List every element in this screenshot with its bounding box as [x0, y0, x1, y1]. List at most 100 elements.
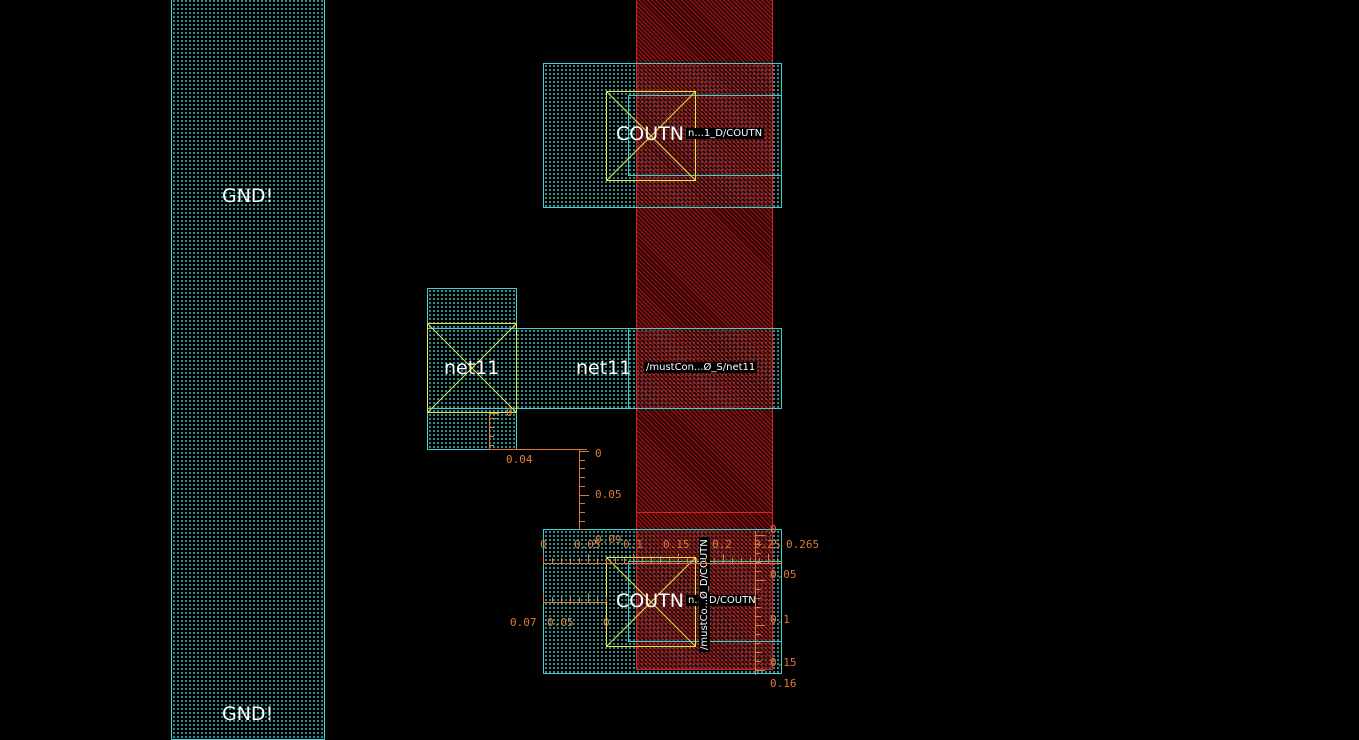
ruler-1-tick [489, 427, 494, 428]
ruler-5-tick [606, 597, 607, 602]
ruler-2-tick [580, 477, 585, 479]
ruler-3-tick [678, 554, 679, 563]
ruler-3-tick [633, 554, 634, 563]
ruler-1-measure: 0.04 [506, 453, 533, 466]
ruler-3-tick [777, 558, 778, 563]
ruler-3-tick [759, 558, 760, 563]
ruler-4-tick [756, 580, 765, 581]
ruler-4-tick [756, 553, 761, 554]
ruler-3-tick [705, 558, 706, 563]
ruler-3-tick [732, 558, 733, 563]
ruler-4-tick-015: 0.15 [770, 656, 797, 669]
ruler-3-tick [597, 558, 598, 563]
via-cross-icon [428, 324, 516, 412]
via-cross-icon [607, 92, 695, 180]
ruler-1-top-tick [489, 413, 499, 414]
ruler-1-tick [489, 418, 498, 419]
bottom-net-path-label: n..._D/COUTN [686, 595, 758, 606]
ruler-4-tick [756, 589, 761, 590]
ruler-4-tick [756, 571, 761, 572]
ruler-3-tick [741, 558, 742, 563]
ruler-4-tick-005: 0.05 [770, 568, 797, 581]
net11-wire-label: net11 [576, 357, 632, 379]
ruler-3-tick [552, 558, 553, 563]
ruler-2-tick [580, 459, 585, 461]
ruler-3-tick [651, 558, 652, 563]
gnd-label-top: GND! [222, 185, 274, 207]
ruler-2-tick [580, 468, 585, 470]
ruler-3-tick [723, 554, 724, 563]
ruler-2-tick [580, 485, 585, 487]
ruler-2-tick [580, 529, 585, 531]
ruler-4-tick [756, 670, 765, 671]
ruler-3-measure: 0.265 [786, 538, 820, 551]
bottom-via[interactable] [606, 557, 696, 647]
via-cross-icon [607, 558, 695, 646]
top-cell-outer-outline [543, 63, 782, 208]
ruler-3-tick-01: 0.1 [623, 538, 643, 551]
ruler-3-tick-015: 0.15 [663, 538, 690, 551]
ruler-5-tick [579, 597, 580, 602]
ruler-2-tick-0: 0 [595, 447, 602, 460]
ruler-3-tick [624, 558, 625, 563]
ruler-3-tick [570, 558, 571, 563]
net11-path-label: /mustCon...Ø_S/net11 [644, 362, 758, 373]
ruler-3-horizontal[interactable] [543, 563, 782, 564]
ruler-4-tick [756, 607, 761, 608]
bottom-vertical-path-label: /mustCo...Ø_D/COUTN [699, 537, 710, 652]
ruler-4-vertical[interactable] [755, 531, 756, 675]
ruler-4-tick [756, 625, 765, 626]
ruler-5-tick-005: 0.05 [547, 616, 574, 629]
net11-wire-outline [628, 328, 782, 409]
gnd-power-rail[interactable] [171, 0, 325, 740]
ruler-3-tick [615, 558, 616, 563]
ruler-4-tick-0: 0 [770, 523, 777, 536]
ruler-5-tick [552, 597, 553, 602]
ruler-3-tick-005: 0.05 [574, 538, 601, 551]
ruler-3-tick [543, 554, 544, 563]
net11-via[interactable] [427, 323, 517, 413]
ruler-4-measure: 0.16 [770, 677, 797, 690]
ruler-3-tick [660, 558, 661, 563]
ruler-5-tick [597, 597, 598, 602]
ruler-1-vertical[interactable] [489, 413, 490, 450]
ruler-1-zero: 0 [506, 406, 513, 419]
ruler-3-tick [642, 558, 643, 563]
ruler-4-tick [756, 598, 761, 599]
ruler-5-tick [543, 593, 544, 602]
ruler-3-tick [669, 558, 670, 563]
ruler-4-tick [756, 544, 761, 545]
gnd-label-bottom: GND! [222, 703, 274, 725]
ruler-3-tick [696, 558, 697, 563]
ruler-5-tick-0: 0 [603, 616, 610, 629]
top-net-path-label: n...1_D/COUTN [686, 128, 765, 139]
ruler-4-tick [756, 661, 761, 662]
ruler-3-tick [606, 558, 607, 563]
ruler-3-tick [561, 558, 562, 563]
top-pin-label: COUTN [616, 123, 684, 145]
net11-pin-label: net11 [444, 357, 500, 379]
ruler-4-tick [756, 535, 765, 536]
ruler-3-tick [768, 554, 769, 563]
ruler-2-tick [580, 511, 585, 513]
ruler-5-tick [588, 593, 589, 602]
ruler-4-tick-01: 0.1 [770, 613, 790, 626]
ruler-4-tick [756, 616, 761, 617]
ruler-2-tick [580, 494, 589, 496]
ruler-3-tick-0: 0 [540, 538, 547, 551]
ruler-5-tick [561, 597, 562, 602]
ruler-5-horizontal[interactable] [543, 602, 606, 603]
ruler-4-tick [756, 562, 761, 563]
ruler-1-horizontal[interactable] [489, 449, 587, 450]
ruler-3-tick [579, 558, 580, 563]
ruler-2-tick [580, 451, 589, 452]
ruler-3-tick-02: 0.2 [712, 538, 732, 551]
ruler-3-tick [714, 558, 715, 563]
ruler-2-tick [580, 503, 585, 505]
ruler-4-tick [756, 643, 761, 644]
ruler-3-tick [687, 558, 688, 563]
ruler-2-vertical[interactable] [579, 449, 580, 529]
ruler-2-tick [580, 520, 585, 522]
poly-edge-line [636, 512, 773, 513]
ruler-3-tick [750, 558, 751, 563]
